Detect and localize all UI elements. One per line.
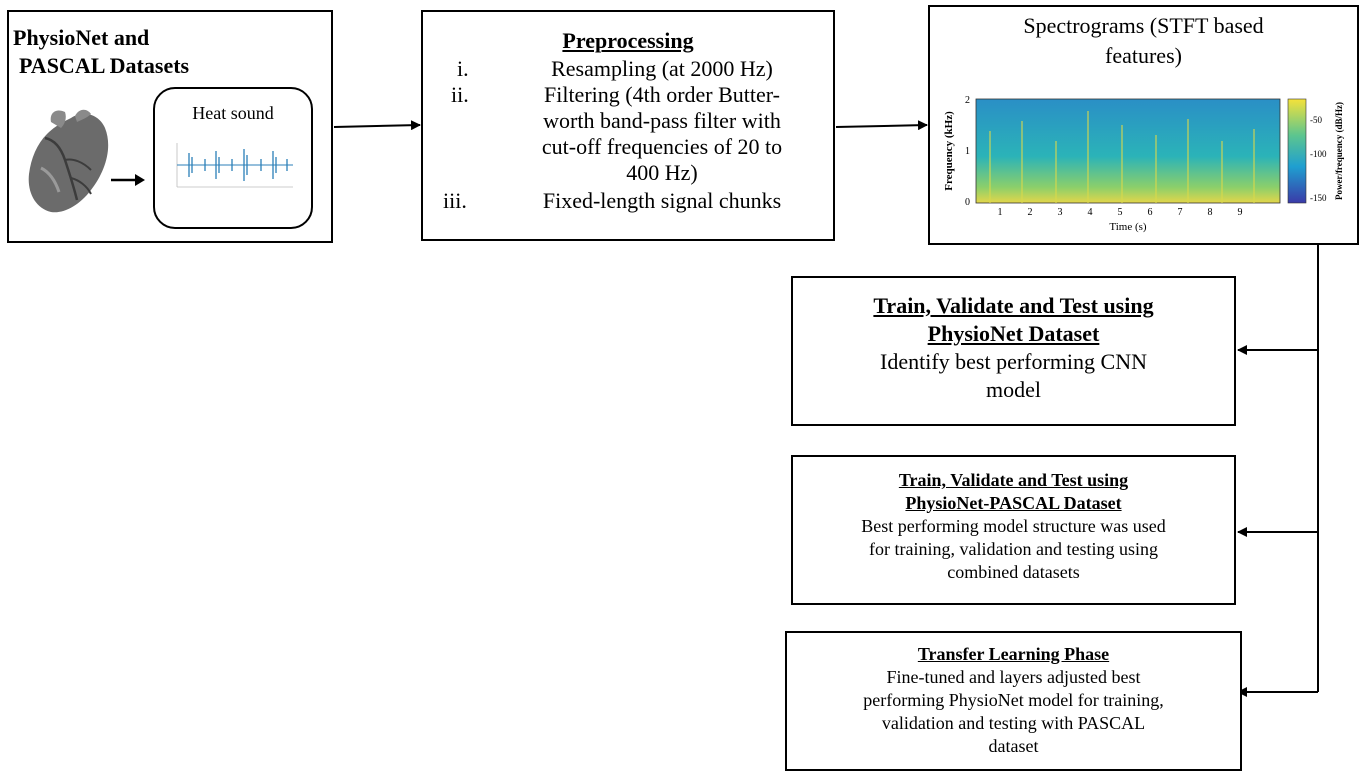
xtick-label: 7	[1178, 207, 1183, 218]
datasets-box: PhysioNet and PASCAL Datasets Heat sound	[7, 10, 333, 243]
spectrogram-area	[975, 98, 1281, 204]
colorbar-tick-label: -100	[1310, 149, 1327, 159]
arrow-datasets-to-preprocessing	[333, 120, 421, 131]
ytick-label: 2	[965, 95, 970, 106]
heart-icon	[28, 109, 109, 213]
physionet-train-box: Train, Validate and Test using PhysioNet…	[791, 276, 1236, 426]
transfer-box-body: Fine-tuned and layers adjusted best	[886, 667, 1141, 687]
combined-train-box: Train, Validate and Test using PhysioNet…	[791, 455, 1236, 605]
combined-box-body: Best performing model structure was used	[861, 516, 1166, 536]
xtick-label: 8	[1208, 207, 1213, 218]
transfer-learning-box: Transfer Learning Phase Fine-tuned and l…	[785, 631, 1242, 771]
arrow-heart-to-sound	[111, 174, 145, 186]
spectrogram-ylabel: Frequency (kHz)	[943, 111, 955, 191]
combined-box-title: Train, Validate and Test using	[898, 470, 1129, 490]
transfer-box-title: Transfer Learning Phase	[917, 644, 1110, 664]
spectrogram-streaks	[989, 111, 1255, 203]
preprocessing-title: Preprocessing	[562, 28, 694, 53]
spectrogram-xlabel: Time (s)	[1109, 221, 1147, 233]
xtick-label: 9	[1238, 207, 1243, 218]
datasets-title: PhysioNet and PASCAL Datasets	[13, 25, 190, 78]
xtick-label: 2	[1028, 207, 1033, 218]
preprocessing-box: Preprocessing i. Resampling (at 2000 Hz)…	[421, 10, 835, 241]
xtick-label: 3	[1058, 207, 1063, 218]
colorbar-tick-label: -150	[1310, 193, 1327, 203]
colorbar-tick-label: -50	[1310, 115, 1322, 125]
physionet-box-body: Identify best performing CNN	[880, 349, 1147, 374]
physionet-box-title: Train, Validate and Test using	[873, 293, 1154, 318]
heart-sound-waveform	[176, 143, 293, 188]
ytick-label: 1	[965, 146, 970, 157]
ytick-label: 0	[965, 197, 970, 208]
xtick-label: 5	[1118, 207, 1123, 218]
spectrogram-plot: Frequency (kHz) 2 1 0 1 2 3 4 5 6 7 8 9 …	[943, 95, 1344, 233]
colorbar-label: Power/frequency (dB/Hz)	[1334, 102, 1344, 200]
colorbar	[1287, 98, 1307, 204]
spectrogram-box: Spectrograms (STFT based features) Frequ…	[928, 5, 1359, 245]
arrow-preprocessing-to-spectrogram	[835, 120, 928, 131]
xtick-label: 1	[998, 207, 1003, 218]
heart-sound-panel: Heat sound	[153, 87, 313, 229]
xtick-label: 6	[1148, 207, 1153, 218]
xtick-label: 4	[1088, 207, 1093, 218]
heart-sound-label: Heat sound	[192, 103, 274, 123]
spectrogram-title: Spectrograms (STFT based features)	[1023, 13, 1264, 68]
